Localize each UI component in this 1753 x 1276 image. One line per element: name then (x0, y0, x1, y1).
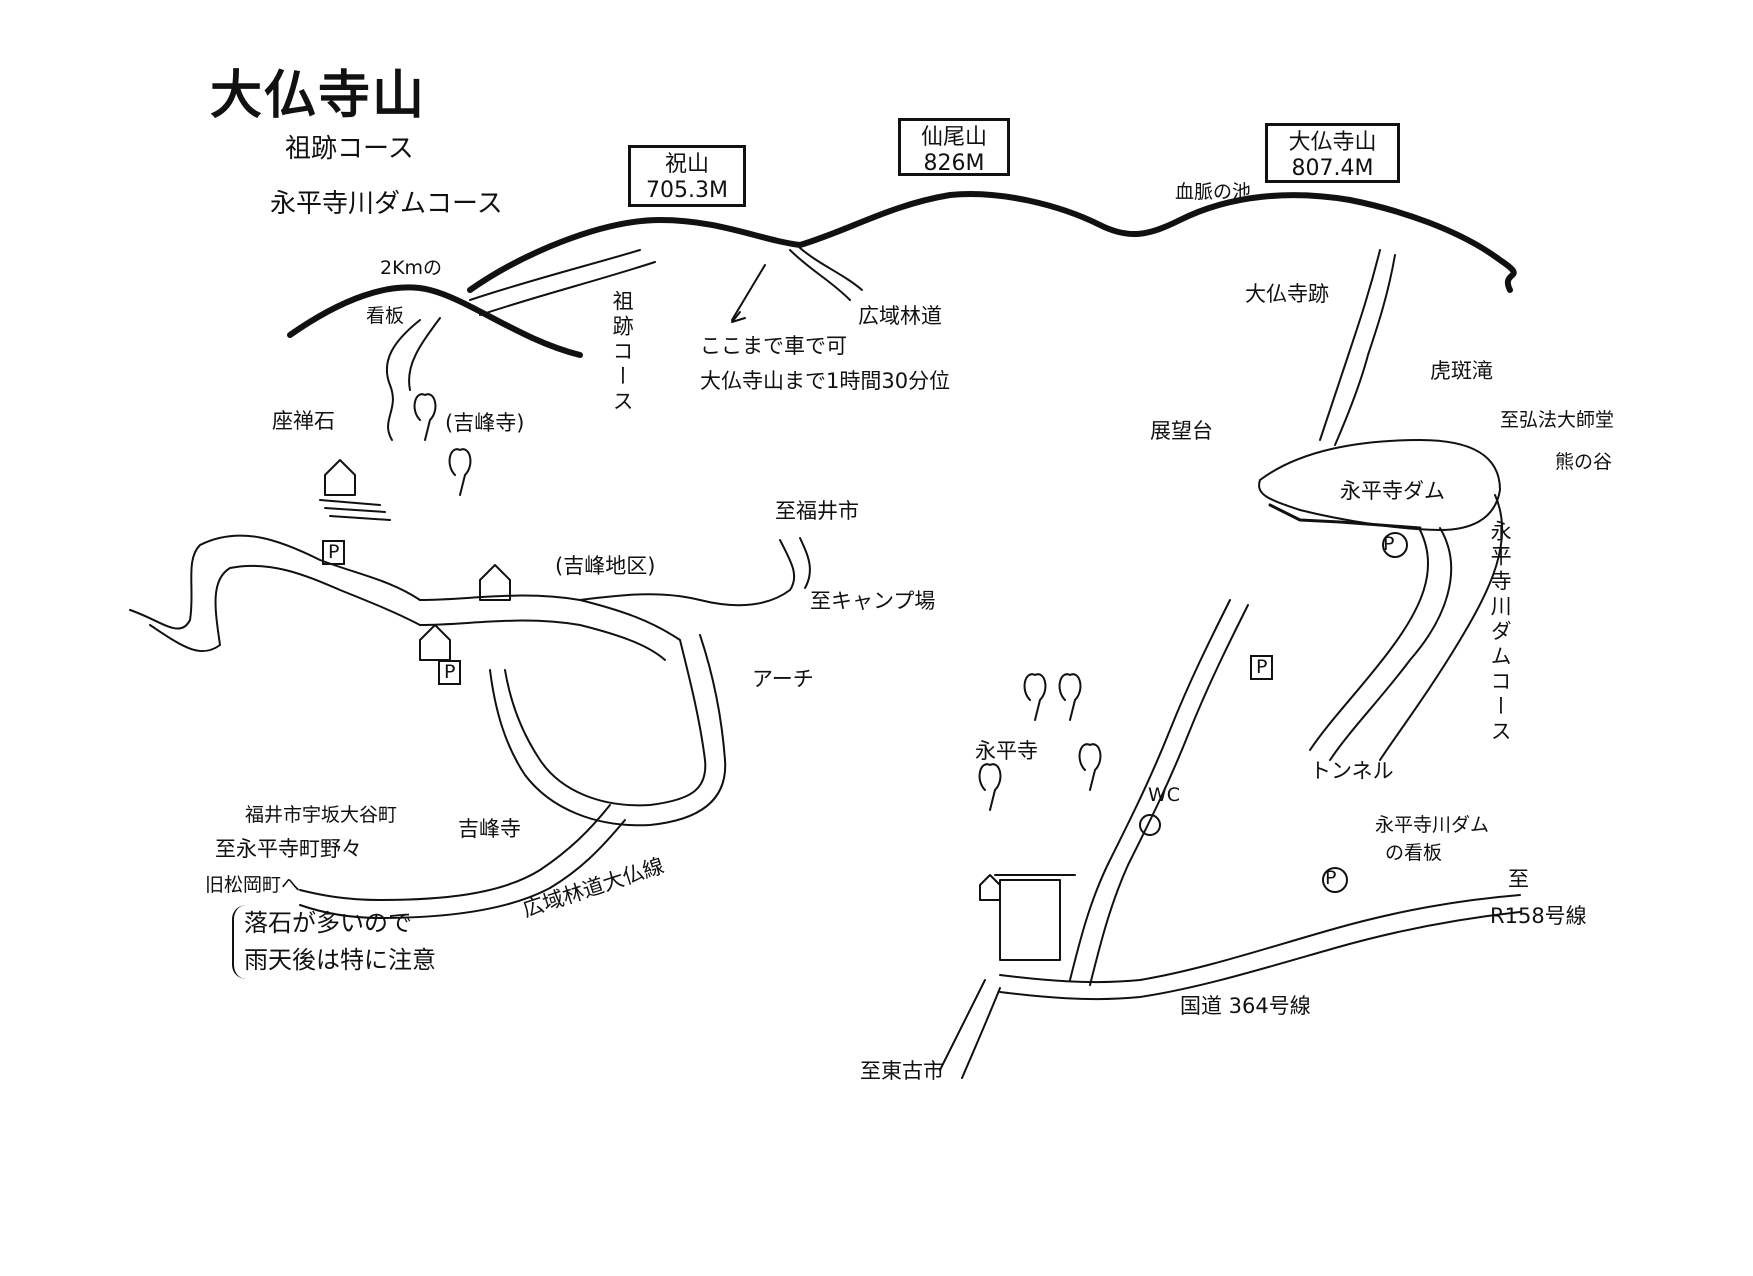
label-kippo-district: (吉峰地区) (555, 554, 656, 578)
dam-wall (1270, 505, 1420, 528)
label-to-higashifurui: 至東古市 (860, 1059, 944, 1083)
rockfall-line-1: 落石が多いので (244, 909, 412, 937)
house-icon (420, 625, 450, 660)
road-to-higashifurui (940, 980, 1000, 1078)
label-board: 看板 (366, 305, 405, 327)
label-to-eiheiji-2: 至永平寺町野々 (215, 837, 362, 861)
map-title: 大仏寺山 (210, 66, 427, 126)
parking-left: P (322, 540, 346, 565)
parking-central: P (438, 660, 462, 685)
label-eiheiji-dam: 永平寺ダム (1340, 479, 1445, 503)
label-kippoji: 吉峰寺 (458, 817, 521, 841)
label-car-note-2: 大仏寺山まで1時間30分位 (700, 369, 951, 393)
label-soseki-course: 祖跡コース (610, 290, 635, 415)
label-to-r158-1: 至 (1508, 867, 1529, 891)
parking-dam-lower: P (1250, 655, 1274, 680)
tree-icon (980, 764, 1001, 810)
label-to-eiheiji-3: 旧松岡町へ (205, 874, 301, 896)
tree-icon (415, 394, 436, 440)
label-car-note-1: ここまで車で可 (700, 334, 847, 358)
label-to-r158-2: R158号線 (1490, 904, 1587, 928)
tree-icon (1080, 744, 1101, 790)
label-eiheiji: 永平寺 (975, 739, 1038, 763)
ridge-line (290, 194, 1514, 355)
peak-sign-iwaiyama: 祝山 705.3M (628, 145, 746, 207)
dam-course-road (1310, 495, 1502, 760)
peak-elevation: 807.4M (1291, 156, 1374, 182)
label-2km: 2Kmの (380, 257, 443, 279)
kouiki-rindo-road (790, 248, 862, 300)
dam-reservoir (1259, 440, 1500, 530)
pointer-arrowhead (732, 312, 745, 322)
parking-dam: P (1383, 533, 1395, 555)
road-to-fukui (780, 538, 810, 590)
tree-icon (450, 449, 471, 495)
peak-sign-senbiyama: 仙尾山 826M (898, 118, 1010, 176)
label-to-camp: 至キャンプ場 (810, 589, 936, 613)
label-tunnel: トンネル (1310, 759, 1394, 783)
peak-elevation: 826M (923, 151, 985, 177)
label-kuma-valley: 熊の谷 (1555, 451, 1613, 473)
course-soseki: 祖跡コース (285, 134, 414, 164)
label-daibutsuji-ruins: 大仏寺跡 (1245, 282, 1329, 306)
house-icon (325, 460, 355, 495)
peak-name: 大仏寺山 (1288, 130, 1377, 155)
label-to-fukui: 至福井市 (775, 499, 859, 523)
tree-icon (1060, 674, 1081, 720)
route-364 (1000, 895, 1520, 999)
parking-marker-r158 (1323, 868, 1347, 892)
label-zazen-stone: 座禅石 (272, 409, 335, 433)
parking-marker-dam (1383, 533, 1407, 557)
soseki-trail (387, 318, 440, 440)
label-arch: アーチ (752, 667, 814, 691)
label-wc: WC (1148, 784, 1181, 806)
label-to-kobo-daishi: 至弘法大師堂 (1500, 409, 1615, 431)
label-route-364: 国道 364号線 (1180, 994, 1311, 1018)
left-loop-road (130, 536, 420, 652)
label-to-eiheiji-1: 福井市宇坂大谷町 (245, 804, 398, 826)
daibutsu-line-road (300, 805, 625, 918)
peak-name: 仙尾山 (920, 125, 987, 150)
rockfall-warning: 落石が多いので 雨天後は特に注意 (232, 905, 436, 980)
rockfall-line-2: 雨天後は特に注意 (244, 946, 436, 975)
eiheiji-road (1070, 600, 1248, 985)
label-tenbodai: 展望台 (1150, 419, 1213, 443)
pointer-arrow (732, 265, 765, 320)
peak-name: 祝山 (664, 152, 709, 177)
house-icon (980, 875, 1000, 900)
peak-elevation: 705.3M (646, 178, 728, 204)
tree-icon (1025, 674, 1046, 720)
label-torafu-falls: 虎斑滝 (1430, 359, 1493, 383)
central-road (420, 590, 790, 825)
peak-sign-daibutsujiyama: 大仏寺山 807.4M (1265, 123, 1400, 183)
house-icon (480, 565, 510, 600)
label-eiheiji-dam-course: 永平寺川ダムコース (1488, 520, 1513, 745)
label-dam-sign-1: 永平寺川ダム (1375, 814, 1490, 836)
label-kippoji-paren: (吉峰寺) (445, 411, 525, 435)
course-eiheiji-dam: 永平寺川ダムコース (270, 189, 503, 219)
shrine-hatching (320, 500, 390, 520)
label-chinomike: 血脈の池 (1175, 181, 1252, 203)
daibutsuji-trail (1320, 250, 1395, 445)
parking-marker-wc (1140, 815, 1160, 835)
eiheiji-grounds (995, 875, 1075, 960)
label-kouiki-rindo: 広域林道 (858, 304, 942, 328)
parking-r158: P (1325, 867, 1337, 889)
peak-trail (470, 250, 655, 315)
label-dam-sign-2: の看板 (1385, 842, 1443, 864)
